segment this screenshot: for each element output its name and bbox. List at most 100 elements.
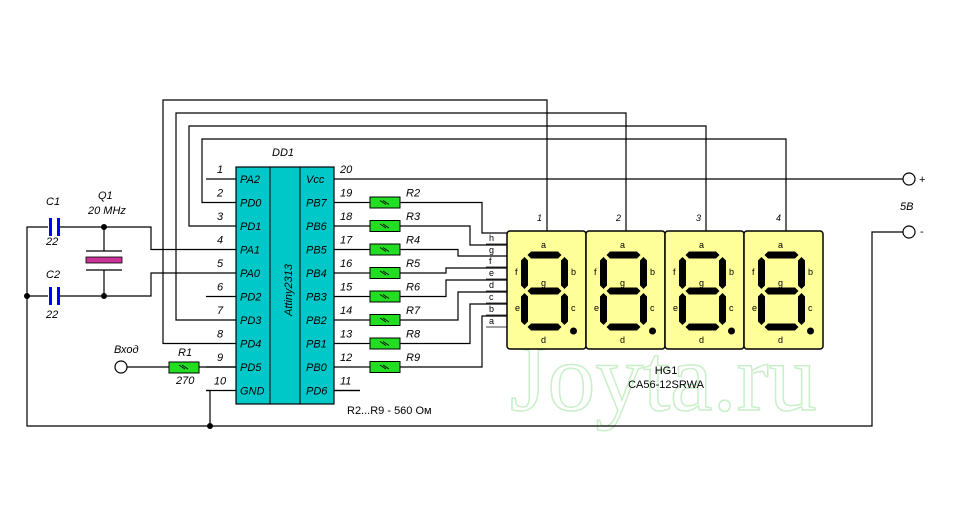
junction-dot (101, 224, 107, 230)
segment-b (798, 257, 805, 289)
segment-wire (400, 248, 507, 257)
mcu-pin-num: 20 (339, 164, 353, 176)
gnd-pin-wire (206, 389, 211, 426)
resistor-r5 (369, 267, 401, 279)
c2-plate (49, 287, 52, 305)
xtal1-wire (104, 226, 206, 251)
mcu-pin-name-pa0: PA0 (240, 268, 261, 280)
mcu-pin-name-pb3: PB3 (306, 292, 328, 304)
resistor-glyph (382, 223, 390, 229)
mcu-pin-name-pd2: PD2 (240, 292, 261, 304)
resistor-ref: R5 (406, 258, 421, 270)
resistor-r7 (369, 314, 401, 326)
crystal-body (85, 256, 123, 264)
segment-a (685, 251, 720, 259)
voltage-label: 5В (900, 201, 913, 213)
segment-label-a: a (699, 240, 704, 250)
segment-label-f: f (752, 267, 755, 277)
mcu-pin-num: 12 (340, 352, 352, 364)
segment-f (758, 257, 765, 289)
resistor-r2 (369, 196, 401, 209)
segment-wire (400, 291, 507, 321)
resistor-ref: R8 (406, 329, 421, 341)
segment-b (719, 257, 726, 289)
r1-ref: R1 (178, 347, 192, 359)
mcu-ref: DD1 (272, 147, 294, 159)
segment-input-h: h (489, 233, 494, 243)
mcu-pin-name-pd5: PD5 (240, 362, 262, 374)
mcu-pin-num: 2 (216, 188, 223, 200)
segment-label-e: e (752, 303, 757, 313)
segment-label-e: e (673, 303, 678, 313)
mcu-pin-num: 1 (217, 164, 223, 176)
minus-terminal (902, 225, 916, 239)
segment-d (527, 323, 562, 331)
segment-g (527, 287, 562, 295)
c2-value: 22 (45, 309, 58, 321)
mcu-pin-num: 15 (340, 282, 353, 294)
resistor-glyph (382, 247, 390, 252)
resistor-r8 (369, 337, 401, 350)
segment-g (764, 287, 799, 295)
mcu-pin-name-pb1: PB1 (306, 339, 327, 351)
segment-input-g: g (489, 245, 494, 255)
segment-label-b: b (808, 267, 813, 277)
resistor-glyph (379, 364, 387, 370)
resistor-glyph (379, 223, 387, 229)
resistor-glyph (178, 364, 186, 370)
mcu-pin-name-pb4: PB4 (306, 268, 327, 280)
segment-label-b: b (650, 267, 655, 277)
digit-common-wire (175, 112, 627, 321)
resistor-ref: R2 (406, 188, 420, 200)
segment-b (561, 257, 568, 289)
resistor-ref: R7 (406, 305, 421, 317)
segment-b (640, 257, 647, 289)
resistor-ref: R6 (406, 282, 421, 294)
segment-label-d: d (778, 335, 783, 345)
segment-label-f: f (594, 267, 597, 277)
crystal-value: 20 MHz (87, 205, 126, 217)
segment-f (679, 257, 686, 289)
mcu-pin-num: 5 (217, 258, 224, 270)
resistor-glyph (379, 270, 387, 276)
decimal-point (728, 327, 735, 335)
wires (26, 99, 903, 427)
digit-pin-num: 4 (776, 213, 781, 223)
mcu-pin-name-pb2: PB2 (306, 315, 327, 327)
resistor-glyph (379, 317, 387, 323)
mcu-pin-num: 4 (217, 235, 223, 247)
input-label: Вход (114, 344, 139, 356)
mcu-pin-num: 6 (217, 282, 224, 294)
mcu-pin-name-pd3: PD3 (240, 315, 262, 327)
r1-value: 270 (175, 375, 195, 387)
resistor-glyph (382, 270, 390, 276)
resistor-ref: R4 (406, 235, 420, 247)
segment-label-b: b (571, 267, 576, 277)
c1-plate (57, 218, 60, 236)
mcu-pin-num: 19 (340, 188, 352, 200)
display-part: CA56-12SRWA (628, 379, 704, 391)
segment-input-e: e (489, 268, 494, 278)
resistor-ref: R9 (406, 352, 420, 364)
c2-ref: C2 (46, 269, 60, 281)
mcu-pin-name-pd0: PD0 (240, 198, 262, 210)
segment-label-f: f (515, 267, 518, 277)
digit-common-wire (201, 138, 787, 231)
segment-f (600, 257, 607, 289)
resistor-r6 (369, 290, 401, 303)
segment-input-a: a (489, 316, 494, 326)
segment-input-f: f (489, 256, 492, 266)
segment-a (527, 251, 562, 259)
mcu-pin-num: 7 (217, 305, 224, 317)
segment-label-a: a (778, 240, 783, 250)
segment-d (685, 323, 720, 331)
mcu-pin-name-pb5: PB5 (306, 245, 328, 257)
minus-label: - (920, 226, 924, 238)
junction-dot (207, 423, 213, 429)
segment-c (561, 293, 568, 325)
mcu-pin-num: 18 (340, 211, 353, 223)
mcu-pin-name-pd4: PD4 (240, 339, 261, 351)
resistor-glyph (382, 200, 390, 205)
resistor-glyph (382, 317, 390, 323)
segment-wire (400, 225, 507, 246)
